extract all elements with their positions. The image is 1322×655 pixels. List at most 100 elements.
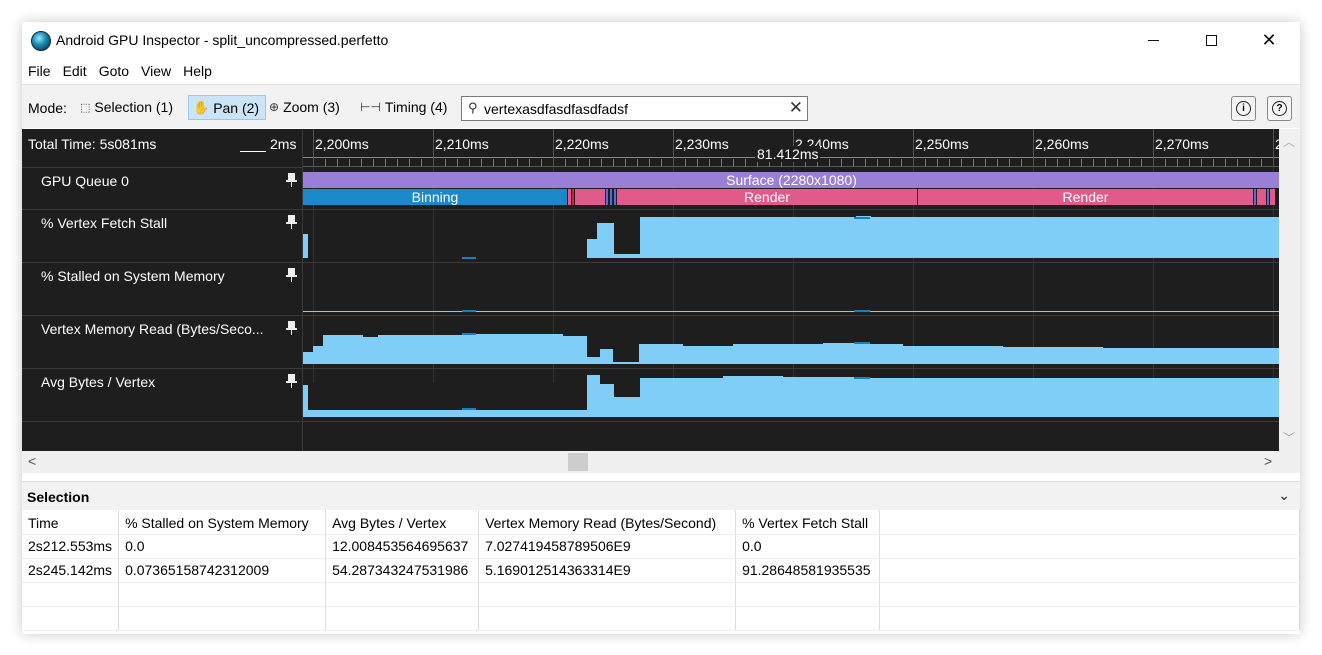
tick-minor [973,159,974,167]
close-button[interactable]: ✕ [1240,22,1298,58]
counter-marker [462,310,476,312]
render-slice[interactable]: Render [918,189,1253,205]
mode-zoom-button[interactable]: ⊕ Zoom (3) [265,95,346,120]
app-logo-icon [31,31,51,51]
track-gpu-queue[interactable]: Surface (2280x1080) Binning Render Rende… [303,168,1280,210]
tick-minor [889,159,890,167]
horizontal-scrollbar[interactable]: < > [22,451,1300,473]
track-label-gpu-queue[interactable]: GPU Queue 0 [22,168,302,210]
tick-minor [1201,159,1202,167]
tick-minor [961,159,962,167]
time-ruler: 2,200ms 2,210ms 2,220ms 2,230ms 2,240ms … [303,129,1283,167]
table-cell [879,582,1300,607]
column-header-stalled-system-memory[interactable]: % Stalled on System Memory [118,510,327,535]
mode-selection-button[interactable]: ⬚ Selection (1) [76,95,179,120]
render-slice[interactable] [606,189,608,205]
timeline-area[interactable]: 2,200ms 2,210ms 2,220ms 2,230ms 2,240ms … [302,129,1283,451]
menu-file[interactable]: File [28,63,51,79]
render-slice[interactable] [1270,189,1275,205]
tick-minor [841,159,842,167]
vertical-scrollbar[interactable]: ︿ ﹀ [1279,129,1300,451]
help-button[interactable]: ? [1267,96,1292,121]
scroll-right-icon[interactable]: > [1264,453,1273,469]
table-row[interactable] [22,582,1300,607]
pin-icon[interactable] [286,173,297,187]
minimize-button[interactable] [1124,22,1182,58]
surface-slice-label: Surface (2280x1080) [726,172,857,188]
info-button[interactable]: i [1231,96,1256,121]
chevron-down-icon[interactable]: ⌄ [1278,487,1290,503]
grid-line [673,167,674,383]
track-label-vertex-fetch-stall[interactable]: % Vertex Fetch Stall [22,210,302,263]
pin-icon[interactable] [286,321,297,335]
grid-line [793,167,794,383]
table-row[interactable] [22,606,1300,631]
scroll-up-icon[interactable]: ︿ [1283,135,1296,149]
table-cell [325,582,480,607]
help-icon: ? [1272,101,1287,116]
tick-minor [1069,159,1070,167]
column-header-vertex-memory-read[interactable]: Vertex Memory Read (Bytes/Second) [478,510,737,535]
tick-minor [1021,159,1022,167]
tick-label: 2,230ms [675,136,729,152]
track-label-stalled-system-memory[interactable]: % Stalled on System Memory [22,263,302,316]
search-input[interactable] [484,99,774,118]
table-cell [879,606,1300,631]
render-slice[interactable] [575,189,605,205]
mode-timing-button[interactable]: ⊢⊣ Timing (4) [356,95,453,120]
menu-bar: File Edit Goto View Help [22,60,218,84]
tick-minor [349,159,350,167]
pin-icon[interactable] [286,215,297,229]
tick-minor [781,159,782,167]
horizontal-scroll-thumb[interactable] [568,453,588,471]
track-avg-bytes-vertex[interactable] [303,369,1280,422]
tick-major [1153,129,1154,167]
render-slice-label: Render [744,189,790,205]
menu-edit[interactable]: Edit [62,63,87,79]
menu-view[interactable]: View [141,63,172,79]
selection-panel-header[interactable]: Selection ⌄ [22,481,1300,510]
tick-minor [925,159,926,167]
menu-goto[interactable]: Goto [98,63,130,79]
clear-search-icon[interactable]: ✕ [788,98,803,117]
tick-minor [769,159,770,167]
column-header-vertex-fetch-stall[interactable]: % Vertex Fetch Stall [735,510,881,535]
scroll-down-icon[interactable]: ﹀ [1283,431,1296,445]
render-slice[interactable] [1267,189,1269,205]
mode-pan-button[interactable]: ✋ Pan (2) [188,95,267,120]
column-header-filler [879,510,1300,535]
track-vertex-memory-read[interactable] [303,316,1280,369]
track-stalled-system-memory[interactable] [303,263,1280,316]
column-header-avg-bytes-vertex[interactable]: Avg Bytes / Vertex [325,510,480,535]
render-slice[interactable] [1254,189,1256,205]
track-label-vertex-memory-read[interactable]: Vertex Memory Read (Bytes/Seco... [22,316,302,369]
render-slice[interactable] [572,189,574,205]
table-row[interactable]: 2s245.142ms 0.07365158742312009 54.28734… [22,558,1300,583]
tick-minor [541,159,542,167]
table-cell: 2s212.553ms [22,534,120,559]
render-slice[interactable] [614,189,616,205]
render-slice[interactable] [568,189,571,205]
render-slice[interactable] [1257,189,1266,205]
tick-label: 2 [1275,136,1283,152]
binning-slice[interactable]: Binning [303,189,567,205]
table-cell: 0.0 [118,534,327,559]
menu-help[interactable]: Help [183,63,212,79]
scroll-left-icon[interactable]: < [28,453,37,469]
pin-icon[interactable] [286,374,297,388]
pin-icon[interactable] [286,268,297,282]
mode-pan-label: Pan (2) [213,100,260,116]
counter-area [303,216,1280,258]
render-slice[interactable]: Render [617,189,917,205]
column-header-time[interactable]: Time [22,510,120,535]
track-label-avg-bytes-vertex[interactable]: Avg Bytes / Vertex [22,369,302,422]
table-row[interactable]: 2s212.553ms 0.0 12.008453564695637 7.027… [22,534,1300,559]
tick-major [1033,129,1034,167]
surface-slice[interactable]: Surface (2280x1080) [303,172,1280,188]
trace-view[interactable]: Total Time: 5s081ms 2ms GPU Queue 0 % Ve… [22,129,1300,451]
maximize-button[interactable] [1182,22,1240,58]
render-slice[interactable] [610,189,612,205]
tick-minor [361,159,362,167]
tick-label: 2,220ms [555,136,609,152]
track-vertex-fetch-stall[interactable] [303,210,1280,263]
